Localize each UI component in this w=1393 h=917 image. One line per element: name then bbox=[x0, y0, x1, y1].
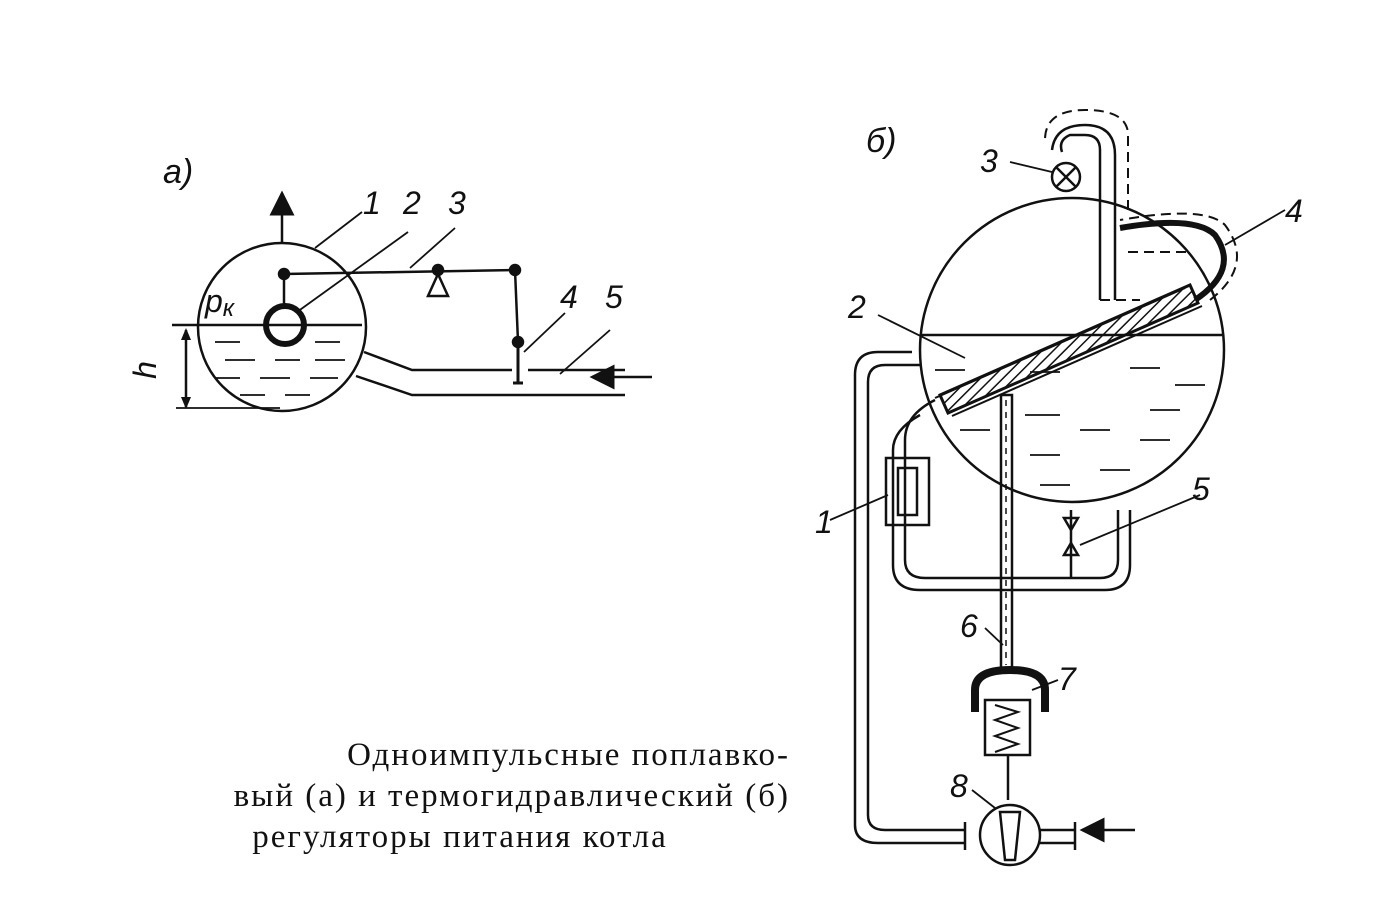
panel-a-tag: а) bbox=[163, 153, 193, 191]
label-b-8: 8 bbox=[950, 768, 968, 804]
label-a-4: 4 bbox=[560, 279, 578, 315]
top-pipe bbox=[1059, 133, 1102, 300]
lever-vertical-right bbox=[513, 269, 520, 343]
label-a-3: 3 bbox=[448, 185, 466, 221]
fulcrum bbox=[426, 270, 450, 298]
label-a-2: 2 bbox=[402, 185, 421, 221]
thermal-element bbox=[884, 456, 931, 527]
needle-valve bbox=[1050, 161, 1082, 193]
panel-a-labels: а) 1 2 3 4 5 рк h bbox=[127, 153, 623, 379]
feed-valve-b bbox=[978, 803, 1042, 867]
pressure-label: рк bbox=[204, 283, 236, 322]
label-a-1: 1 bbox=[363, 185, 381, 221]
water-hatching bbox=[215, 341, 345, 396]
caption-line-3: регуляторы питания котла bbox=[252, 819, 668, 855]
bellows-housing bbox=[971, 665, 1049, 712]
panel-b-thermohydraulic-regulator bbox=[829, 108, 1286, 867]
panel-b-tag: б) bbox=[866, 122, 896, 160]
label-b-6: 6 bbox=[960, 608, 978, 644]
label-b-4: 4 bbox=[1285, 193, 1303, 229]
heat-exchanger-tube bbox=[938, 283, 1200, 415]
label-b-1: 1 bbox=[815, 504, 833, 540]
label-b-7: 7 bbox=[1058, 661, 1077, 697]
panel-b-labels: б) 1 2 3 4 5 6 7 8 bbox=[815, 122, 1303, 804]
label-b-5: 5 bbox=[1192, 471, 1210, 507]
label-a-5: 5 bbox=[605, 279, 623, 315]
caption-line-1: Одноимпульсные поплавко- bbox=[347, 737, 790, 773]
return-bend bbox=[1119, 219, 1227, 303]
drum-b bbox=[918, 196, 1226, 504]
caption-line-2: вый (а) и термогидравлический (б) bbox=[233, 778, 790, 814]
lever bbox=[283, 268, 516, 276]
feed-pipe-upper bbox=[363, 350, 512, 372]
label-b-3: 3 bbox=[980, 143, 998, 179]
level-label: h bbox=[127, 361, 163, 379]
drum-a bbox=[196, 241, 368, 413]
main-loop-pipe bbox=[866, 363, 965, 832]
label-b-2: 2 bbox=[847, 289, 866, 325]
feed-pipe-lower bbox=[355, 374, 625, 397]
figure-caption: Одноимпульсные поплавко- вый (а) и термо… bbox=[90, 735, 790, 858]
panel-a-float-regulator bbox=[172, 190, 652, 413]
